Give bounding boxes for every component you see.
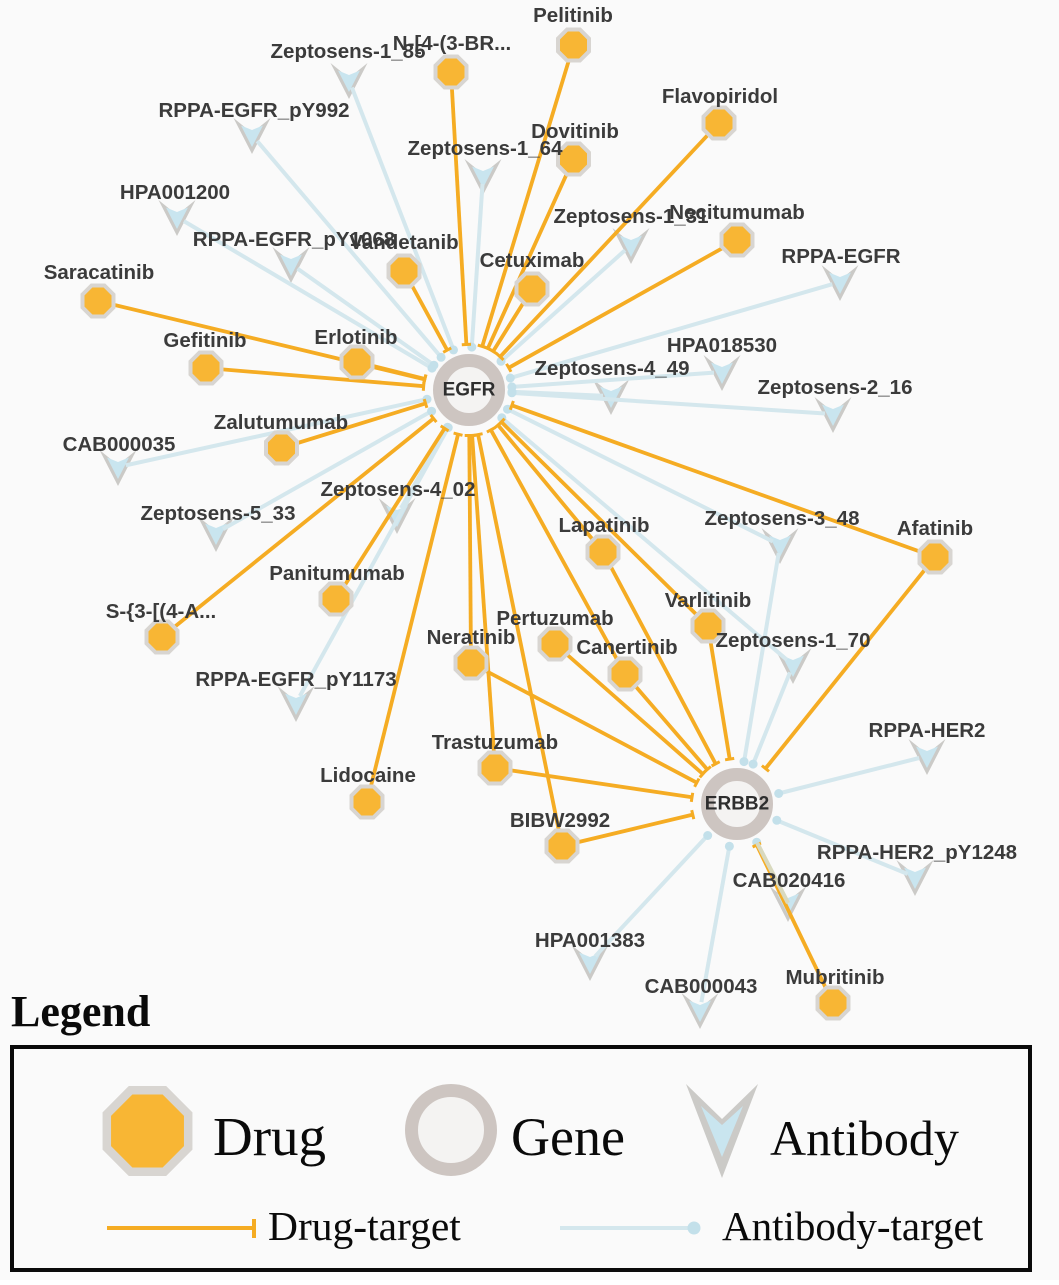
svg-text:Saracatinib: Saracatinib [44,261,155,284]
svg-text:Pertuzumab: Pertuzumab [496,607,613,630]
svg-text:Flavopiridol: Flavopiridol [662,85,778,108]
svg-text:Trastuzumab: Trastuzumab [432,731,558,754]
svg-text:Pelitinib: Pelitinib [533,4,613,27]
svg-text:CAB000043: CAB000043 [645,975,758,998]
svg-text:Vandetanib: Vandetanib [349,231,458,254]
svg-text:S-{3-[(4-A...: S-{3-[(4-A... [106,600,216,623]
svg-text:EGFR: EGFR [443,380,496,401]
svg-text:Lapatinib: Lapatinib [558,514,649,537]
svg-text:CAB000035: CAB000035 [63,433,176,456]
svg-text:Antibody-target: Antibody-target [722,1203,984,1249]
svg-text:Zeptosens-1_31: Zeptosens-1_31 [554,205,709,228]
svg-text:Zeptosens-3_48: Zeptosens-3_48 [705,507,860,530]
svg-text:Zeptosens-4_49: Zeptosens-4_49 [535,357,690,380]
svg-text:Legend: Legend [11,987,150,1036]
svg-text:Varlitinib: Varlitinib [665,589,752,612]
svg-text:RPPA-HER2_pY1248: RPPA-HER2_pY1248 [817,841,1017,864]
svg-text:HPA001200: HPA001200 [120,181,230,204]
svg-text:N-[4-(3-BR...: N-[4-(3-BR... [393,32,511,55]
svg-text:Zeptosens-4_02: Zeptosens-4_02 [321,478,476,501]
svg-text:Gefitinib: Gefitinib [163,329,246,352]
svg-text:Canertinib: Canertinib [576,636,677,659]
svg-text:CAB020416: CAB020416 [733,869,846,892]
svg-text:Neratinib: Neratinib [427,626,516,649]
svg-text:RPPA-EGFR: RPPA-EGFR [781,245,900,268]
svg-text:Drug: Drug [213,1106,326,1167]
svg-text:Lidocaine: Lidocaine [320,764,416,787]
svg-text:Gene: Gene [511,1107,625,1167]
svg-text:Cetuximab: Cetuximab [480,249,585,272]
svg-text:Antibody: Antibody [770,1110,959,1166]
svg-text:Drug-target: Drug-target [268,1203,461,1249]
svg-text:Zeptosens-5_33: Zeptosens-5_33 [141,502,296,525]
svg-text:ERBB2: ERBB2 [705,794,769,815]
svg-text:Zeptosens-1_70: Zeptosens-1_70 [716,629,871,652]
svg-text:RPPA-EGFR_pY1068: RPPA-EGFR_pY1068 [193,228,395,251]
svg-text:Dovitinib: Dovitinib [531,120,619,143]
svg-text:RPPA-HER2: RPPA-HER2 [869,719,986,742]
svg-text:RPPA-EGFR_pY992: RPPA-EGFR_pY992 [158,99,349,122]
svg-text:HPA001383: HPA001383 [535,929,645,952]
svg-text:Zeptosens-2_16: Zeptosens-2_16 [758,376,913,399]
svg-text:BIBW2992: BIBW2992 [510,809,610,832]
svg-text:HPA018530: HPA018530 [667,334,777,357]
svg-text:Zeptosens-1_85: Zeptosens-1_85 [271,40,426,63]
svg-text:Erlotinib: Erlotinib [314,326,397,349]
svg-text:Mubritinib: Mubritinib [785,966,884,989]
svg-text:Afatinib: Afatinib [897,517,973,540]
svg-text:Zeptosens-1_64: Zeptosens-1_64 [408,137,564,160]
svg-text:Zalutumumab: Zalutumumab [214,411,348,434]
svg-text:Panitumumab: Panitumumab [269,562,405,585]
svg-text:Necitumumab: Necitumumab [669,201,805,224]
svg-text:RPPA-EGFR_pY1173: RPPA-EGFR_pY1173 [195,668,396,691]
